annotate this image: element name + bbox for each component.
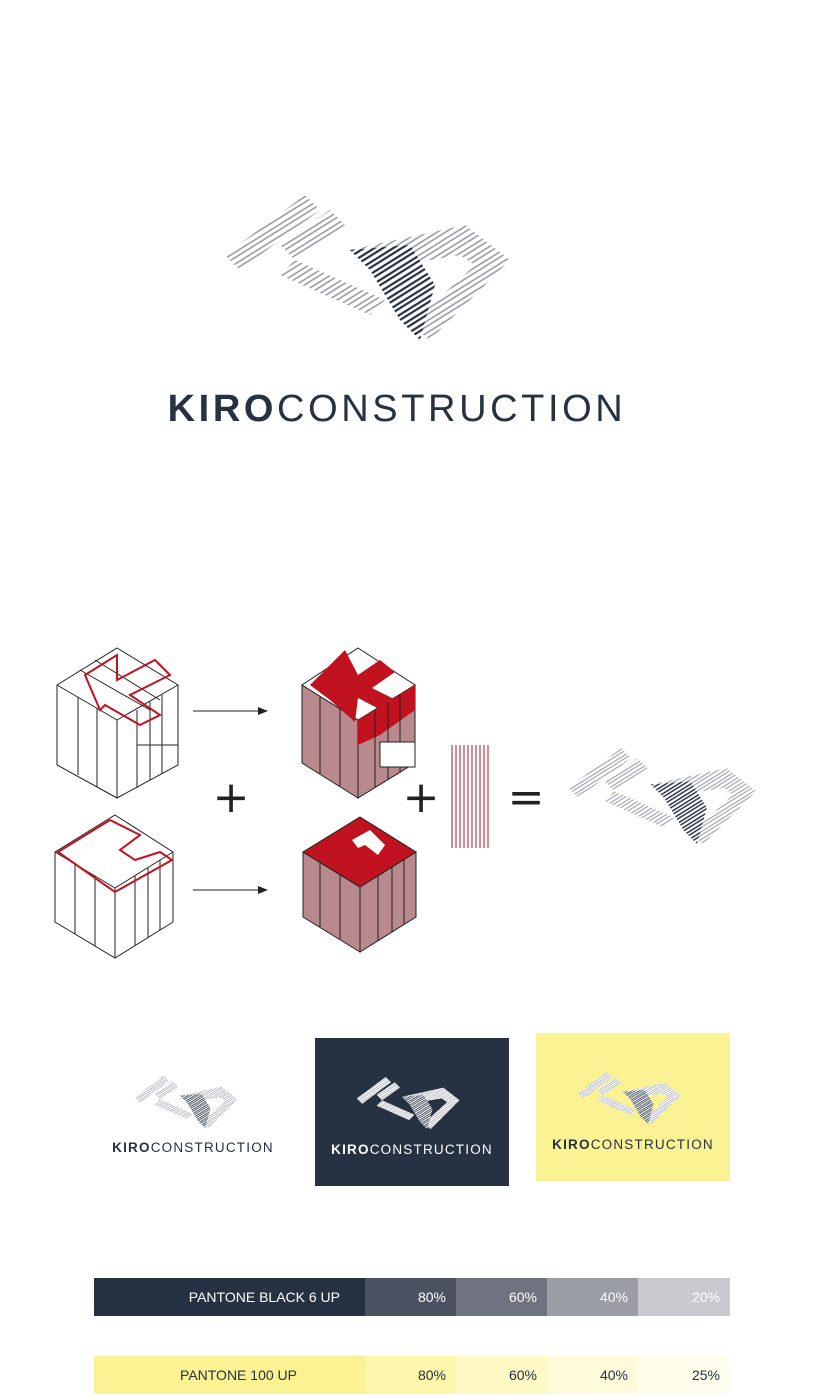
wordmark-kiro: KIRO [552,1137,591,1152]
result-logomark [568,748,757,844]
k-wireframe-cube [56,647,179,799]
tint-label: 40% [599,1289,628,1305]
swatch-bar-yellow: PANTONE 100 UP 80% 60% 40% 25% [94,1356,730,1394]
tint-label: 80% [417,1289,446,1305]
c-wireframe-cube [54,814,174,959]
swatch-tint-25: 25% [638,1356,730,1394]
swatch-tint-60: 60% [456,1278,547,1316]
plus-sign-2: + [403,772,440,823]
variant-wordmark: KIROCONSTRUCTION [536,1137,730,1152]
plus-sign-1: + [213,772,250,823]
construction-diagram: + + = [54,647,757,959]
swatch-label: PANTONE BLACK 6 UP [188,1289,340,1305]
swatch-tint-40: 40% [547,1278,638,1316]
variant-logomark [577,1071,681,1125]
red-line-bundle [451,745,489,848]
wordmark-kiro: KIRO [167,388,278,430]
logo-variant-yellow: KIROCONSTRUCTION [536,1033,730,1181]
wordmark-kiro: KIRO [331,1142,370,1157]
tint-label: 25% [691,1367,720,1383]
swatch-label: PANTONE 100 UP [180,1367,297,1383]
swatch-tint-60: 60% [456,1356,547,1394]
variant-wordmark: KIROCONSTRUCTION [315,1142,509,1157]
wordmark-construction: CONSTRUCTION [277,388,627,430]
wordmark-construction: CONSTRUCTION [369,1142,493,1157]
swatch-tint-20: 20% [638,1278,730,1316]
swatch-main-black: PANTONE BLACK 6 UP [94,1278,365,1316]
tint-label: 60% [508,1367,537,1383]
wordmark-construction: CONSTRUCTION [590,1137,714,1152]
tint-label: 60% [508,1289,537,1305]
swatch-tint-40: 40% [547,1356,638,1394]
swatch-tint-80: 80% [365,1356,456,1394]
variant-logomark [134,1075,238,1129]
equals-sign: = [508,772,545,823]
wordmark-kiro: KIRO [112,1140,151,1155]
variant-logomark [356,1076,460,1130]
tint-label: 80% [417,1367,446,1383]
variant-wordmark: KIROCONSTRUCTION [96,1140,290,1155]
logo-variant-white: KIROCONSTRUCTION [96,1060,290,1170]
main-wordmark: KIROCONSTRUCTION [0,388,794,431]
swatch-bar-black: PANTONE BLACK 6 UP 80% 60% 40% 20% [94,1278,730,1316]
k-solid-cube [301,647,416,799]
tint-label: 40% [599,1367,628,1383]
swatch-main-yellow: PANTONE 100 UP [94,1356,365,1394]
swatch-tint-80: 80% [365,1278,456,1316]
tint-label: 20% [691,1289,720,1305]
logo-variant-navy: KIROCONSTRUCTION [315,1038,509,1186]
wordmark-construction: CONSTRUCTION [150,1140,274,1155]
main-logomark [225,195,510,340]
c-solid-cube [302,816,417,953]
